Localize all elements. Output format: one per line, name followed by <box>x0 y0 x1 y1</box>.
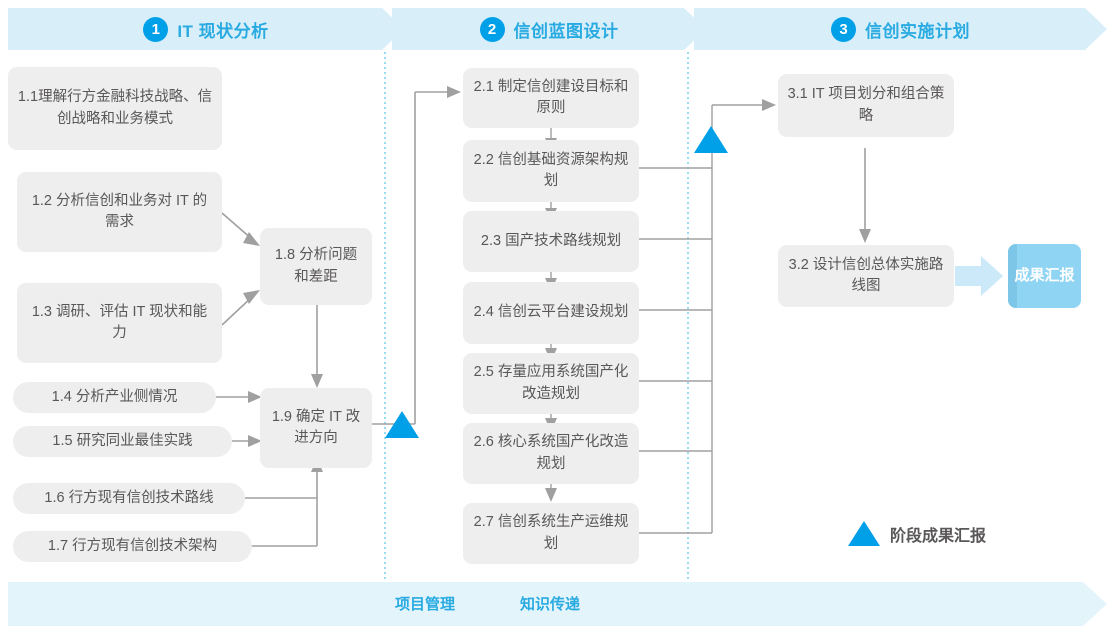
phase-1-title: IT 现状分析 <box>177 21 269 41</box>
bottom-label-project-management: 项目管理 <box>395 596 456 613</box>
task-box-2-2-label: 2.2 信创基础资源架构规划 <box>473 151 629 189</box>
task-box-1-7[interactable]: 1.7 行方现有信创技术架构 <box>13 531 252 562</box>
result-badge-label: 成果汇报 <box>1014 266 1075 284</box>
task-box-1-4-label: 1.4 分析产业侧情况 <box>51 388 178 405</box>
phase-band-1-shape <box>8 8 404 50</box>
task-box-1-6-label: 1.6 行方现有信创技术路线 <box>44 489 214 506</box>
phase-band-3[interactable]: 3 信创实施计划 <box>694 8 1107 50</box>
wire-phase2-bus <box>639 99 776 534</box>
bottom-label-knowledge-transfer: 知识传递 <box>520 596 581 613</box>
phase-2-title: 信创蓝图设计 <box>513 21 619 41</box>
task-box-3-1-label: 3.1 IT 项目划分和组合策略 <box>787 86 945 124</box>
phase-band-2[interactable]: 2 信创蓝图设计 <box>392 8 706 50</box>
task-box-2-6-label: 2.6 核心系统国产化改造规划 <box>473 434 629 472</box>
task-box-2-7[interactable]: 2.7 信创系统生产运维规划 <box>463 503 639 564</box>
task-box-2-5-label: 2.5 存量应用系统国产化改造规划 <box>473 364 629 402</box>
milestone-triangle-phase1 <box>385 411 419 438</box>
task-box-1-9[interactable]: 1.9 确定 IT 改进方向 <box>260 388 372 468</box>
wire-1-8-to-1-9 <box>311 305 323 388</box>
task-box-1-6[interactable]: 1.6 行方现有信创技术路线 <box>13 483 245 514</box>
task-box-1-3-label: 1.3 调研、评估 IT 现状和能力 <box>31 303 208 341</box>
phase-3-number: 3 <box>831 16 856 42</box>
legend-label: 阶段成果汇报 <box>890 527 987 545</box>
phase-band-3-shape <box>694 8 1107 50</box>
wire-1-4-to-1-9 <box>216 391 262 403</box>
task-box-2-1-label: 2.1 制定信创建设目标和原则 <box>473 78 629 116</box>
task-box-2-6[interactable]: 2.6 核心系统国产化改造规划 <box>463 423 639 484</box>
task-box-2-5[interactable]: 2.5 存量应用系统国产化改造规划 <box>463 353 639 414</box>
task-box-1-8[interactable]: 1.8 分析问题和差距 <box>260 228 372 305</box>
task-box-2-7-label: 2.7 信创系统生产运维规划 <box>473 514 629 552</box>
task-box-3-2-label: 3.2 设计信创总体实施路线图 <box>788 256 944 294</box>
wire-1-3-to-1-8 <box>221 290 260 326</box>
task-box-2-4-label: 2.4 信创云平台建设规划 <box>473 304 629 321</box>
task-box-2-3-label: 2.3 国产技术路线规划 <box>480 232 622 249</box>
task-box-1-2-label: 1.2 分析信创和业务对 IT 的需求 <box>31 192 208 230</box>
task-box-2-2[interactable]: 2.2 信创基础资源架构规划 <box>463 140 639 202</box>
legend-milestone: 阶段成果汇报 <box>848 521 986 546</box>
task-box-2-1[interactable]: 2.1 制定信创建设目标和原则 <box>463 68 639 128</box>
phase-2-number: 2 <box>479 16 505 42</box>
task-box-1-1[interactable]: 1.1理解行方金融科技战略、信创战略和业务模式 <box>8 67 222 150</box>
task-box-1-7-label: 1.7 行方现有信创技术架构 <box>47 537 218 554</box>
wire-3-1-to-3-2 <box>859 148 871 243</box>
wire-1-5-to-1-9 <box>232 435 262 447</box>
result-badge[interactable]: 成果汇报 <box>1008 244 1081 308</box>
task-box-1-9-label: 1.9 确定 IT 改进方向 <box>271 408 361 446</box>
milestone-triangle-phase2 <box>694 126 728 153</box>
wire-1-2-to-1-8 <box>221 212 260 246</box>
result-arrow <box>955 256 1003 296</box>
wire-1-6-1-7-to-1-9 <box>245 458 323 547</box>
task-box-1-5-label: 1.5 研究同业最佳实践 <box>52 432 193 449</box>
bottom-band-shape <box>8 582 1107 626</box>
task-box-3-2[interactable]: 3.2 设计信创总体实施路线图 <box>778 245 954 307</box>
task-box-2-3[interactable]: 2.3 国产技术路线规划 <box>463 211 639 272</box>
phase-3-title: 信创实施计划 <box>865 21 970 41</box>
task-box-1-2[interactable]: 1.2 分析信创和业务对 IT 的需求 <box>17 172 222 252</box>
task-box-3-1[interactable]: 3.1 IT 项目划分和组合策略 <box>778 74 954 137</box>
result-badge-accent <box>1008 244 1017 308</box>
triangle-icon <box>848 521 880 546</box>
phase-band-1[interactable]: 1 IT 现状分析 <box>8 8 404 50</box>
task-box-1-5[interactable]: 1.5 研究同业最佳实践 <box>13 426 232 457</box>
phase-band-2-shape <box>392 8 706 50</box>
bottom-band[interactable]: 项目管理 知识传递 <box>8 582 1107 626</box>
wire-1-9-to-2-1 <box>372 86 461 425</box>
task-box-2-4[interactable]: 2.4 信创云平台建设规划 <box>463 282 639 344</box>
task-box-1-8-label: 1.8 分析问题和差距 <box>274 247 358 285</box>
task-box-1-1-label: 1.1理解行方金融科技战略、信创战略和业务模式 <box>17 89 213 127</box>
task-box-1-4[interactable]: 1.4 分析产业侧情况 <box>13 382 216 413</box>
phase-1-number: 1 <box>143 16 169 42</box>
task-box-1-3[interactable]: 1.3 调研、评估 IT 现状和能力 <box>17 283 222 363</box>
wire-2-6-to-2-7 <box>545 484 557 502</box>
